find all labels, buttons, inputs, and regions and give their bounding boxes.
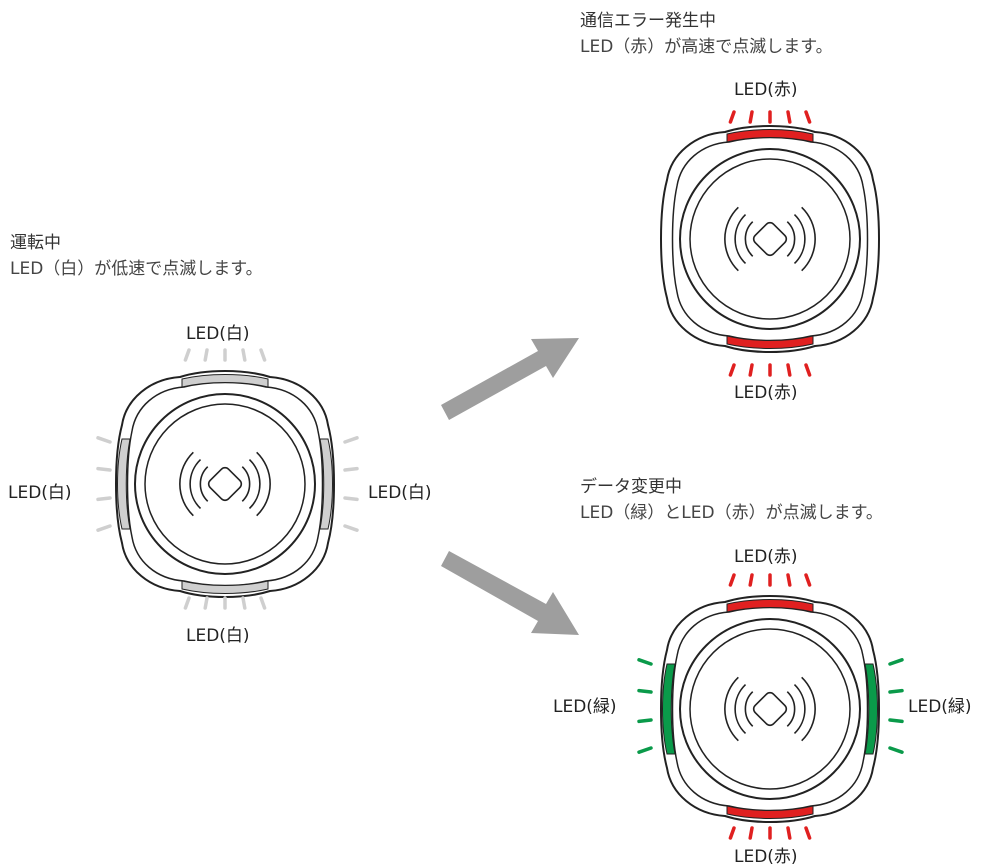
led-top-strip xyxy=(726,129,814,143)
led-left-strip xyxy=(662,663,676,755)
running-title: 運転中 xyxy=(10,233,61,253)
comm-error-led-top-label: LED(赤) xyxy=(734,80,798,100)
led-right-strip xyxy=(319,438,333,530)
comm-error-device-icon xyxy=(655,120,885,358)
comm-error-caption: 通信エラー発生中 LED（赤）が高速で点滅します。 xyxy=(580,8,833,60)
led-top-strip xyxy=(726,599,814,613)
led-bottom-strip xyxy=(726,805,814,819)
nfc-diamond-icon xyxy=(207,466,243,502)
led-bottom-strip xyxy=(181,580,269,594)
running-led-right-label: LED(白) xyxy=(368,483,432,503)
led-right-strip xyxy=(864,663,878,755)
running-led-top-label: LED(白) xyxy=(186,324,250,344)
comm-error-description: LED（赤）が高速で点滅します。 xyxy=(580,37,833,57)
comm-error-led-bottom-label: LED(赤) xyxy=(734,383,798,403)
data-change-led-right-label: LED(緑) xyxy=(908,697,972,717)
running-device-icon xyxy=(110,365,340,603)
nfc-diamond-icon xyxy=(752,691,788,727)
data-change-description: LED（緑）とLED（赤）が点滅します。 xyxy=(580,503,883,523)
data-change-led-top-label: LED(赤) xyxy=(734,547,798,567)
led-bottom-strip xyxy=(726,335,814,349)
data-change-led-bottom-label: LED(赤) xyxy=(734,847,798,867)
running-description: LED（白）が低速で点滅します。 xyxy=(10,259,263,279)
led-left-strip xyxy=(117,438,131,530)
data-change-caption: データ変更中 LED（緑）とLED（赤）が点滅します。 xyxy=(580,474,883,526)
running-caption: 運転中 LED（白）が低速で点滅します。 xyxy=(10,230,263,282)
running-led-bottom-label: LED(白) xyxy=(186,626,250,646)
running-led-left-label: LED(白) xyxy=(8,483,72,503)
comm-error-title: 通信エラー発生中 xyxy=(580,11,716,31)
data-change-device-icon xyxy=(655,590,885,828)
arrow-to-comm-error xyxy=(441,338,579,420)
arrow-to-data-change xyxy=(441,551,579,635)
data-change-title: データ変更中 xyxy=(580,477,682,497)
data-change-led-left-label: LED(緑) xyxy=(553,697,617,717)
nfc-diamond-icon xyxy=(752,221,788,257)
led-top-strip xyxy=(181,374,269,388)
